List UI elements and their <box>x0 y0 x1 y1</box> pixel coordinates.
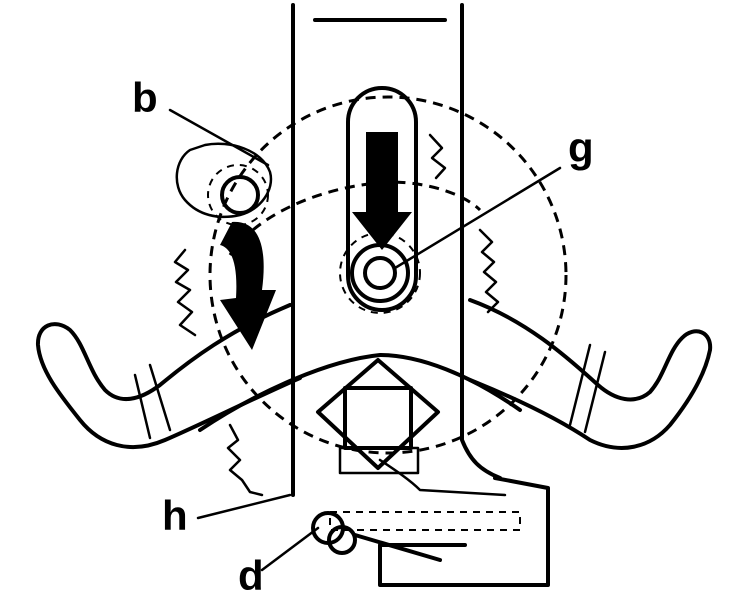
right-hook-rib-2 <box>583 350 607 434</box>
callout-g: g <box>568 124 594 171</box>
right-hook-rib-1 <box>568 343 592 427</box>
right-serrated-edge <box>478 228 500 314</box>
bottom-clip-housing <box>378 476 550 587</box>
arrow-down-icon <box>352 132 412 250</box>
leader-h <box>196 493 292 520</box>
pin-inner-ring <box>363 256 397 290</box>
lower-square-frame <box>338 446 420 475</box>
lower-serrated-edge <box>226 423 264 497</box>
lower-square-block <box>343 386 413 450</box>
callout-d: d <box>238 552 264 599</box>
left-hook-rib-2 <box>133 373 152 440</box>
left-hook-rib-1 <box>148 363 172 432</box>
spring-coil-2 <box>327 525 357 555</box>
left-bolt-head <box>220 175 260 215</box>
spring-rod <box>353 533 442 562</box>
callout-b: b <box>132 74 158 121</box>
dashed-disc-outline <box>208 95 568 455</box>
callout-h: h <box>162 492 188 539</box>
left-hook-arm <box>35 303 302 449</box>
bottom-latch-line <box>378 458 507 497</box>
leader-b <box>168 108 270 167</box>
bottom-dashed-bar <box>329 511 521 531</box>
lower-diamond-window <box>316 358 440 470</box>
leader-g <box>393 166 562 270</box>
curved-arrow-icon <box>220 221 276 350</box>
pin-dashed-ring <box>339 232 421 314</box>
left-bolt-dashed <box>207 164 269 226</box>
right-hook-arm <box>468 298 713 450</box>
frame-right-edge <box>460 3 502 480</box>
lower-inner-arc <box>198 353 522 432</box>
leader-d <box>260 526 320 572</box>
top-serrated-edge <box>428 133 447 180</box>
pin-outer-ring <box>350 243 410 303</box>
vertical-slot <box>346 86 418 312</box>
left-serrated-edge <box>173 248 197 337</box>
